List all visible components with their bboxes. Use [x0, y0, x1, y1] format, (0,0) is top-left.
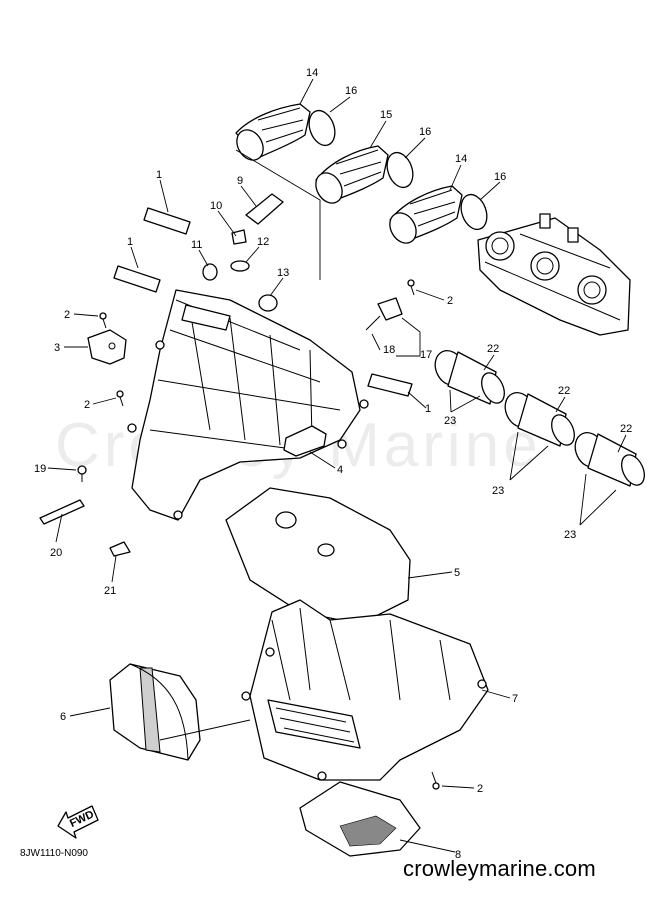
callout-18: 18: [383, 344, 395, 356]
callout-1-left: 1: [127, 236, 133, 248]
sponge-pad-right[interactable]: [367, 373, 413, 397]
callout-2-upper-left: 2: [64, 309, 70, 321]
screw-upper-left[interactable]: [99, 312, 107, 329]
plate-20[interactable]: [39, 499, 85, 525]
throttle-body-assembly: [477, 213, 631, 336]
grommet-13[interactable]: [258, 294, 278, 312]
drawing-code: 8JW1110-N090: [20, 848, 88, 859]
website-link[interactable]: crowleymarine.com: [403, 856, 596, 881]
callout-23-3: 23: [564, 529, 576, 541]
callout-14-bottom: 14: [455, 153, 467, 165]
duct-6[interactable]: [109, 663, 201, 761]
clip-21[interactable]: [109, 541, 131, 557]
duct-1[interactable]: [430, 346, 509, 407]
callout-19: 19: [34, 463, 46, 475]
intake-funnel-bottom[interactable]: [385, 185, 463, 248]
screw-left-mid[interactable]: [116, 390, 124, 407]
clamp-top[interactable]: [305, 107, 340, 149]
callout-22-3: 22: [620, 423, 632, 435]
bracket-3[interactable]: [87, 329, 127, 365]
callout-22-1: 22: [487, 343, 499, 355]
callout-14-top: 14: [306, 67, 318, 79]
duct-3[interactable]: [570, 428, 649, 489]
callout-9: 9: [237, 175, 243, 187]
callout-6: 6: [60, 711, 66, 723]
clamp-bottom[interactable]: [457, 191, 492, 233]
lower-case-7[interactable]: [241, 599, 489, 781]
intake-funnel-top[interactable]: [232, 103, 311, 165]
callout-8: 8: [455, 849, 461, 861]
callout-16-top: 16: [345, 85, 357, 97]
callout-1-right: 1: [425, 403, 431, 415]
callout-23-2: 23: [492, 485, 504, 497]
callout-17: 17: [420, 349, 432, 361]
element-5[interactable]: [225, 487, 411, 625]
upper-air-box: [127, 289, 369, 521]
screen-8[interactable]: [299, 781, 421, 857]
callout-2-right: 2: [447, 295, 453, 307]
clamp-middle[interactable]: [383, 149, 418, 191]
small-grommet[interactable]: [231, 229, 247, 245]
callout-2-left: 2: [84, 399, 90, 411]
callout-11: 11: [191, 239, 202, 251]
leader-lines: [47, 78, 627, 853]
callout-1-upper: 1: [156, 169, 162, 181]
callout-3: 3: [54, 342, 60, 354]
grommet-12[interactable]: [230, 260, 250, 272]
callout-13: 13: [277, 267, 289, 279]
sensor-assembly[interactable]: [365, 297, 403, 331]
intake-funnel-middle[interactable]: [311, 145, 389, 208]
callout-2-lower: 2: [477, 783, 483, 795]
callout-5: 5: [454, 567, 460, 579]
callout-12: 12: [257, 236, 269, 248]
sponge-pad-upper[interactable]: [143, 207, 191, 235]
callout-16-bottom: 16: [494, 171, 506, 183]
duct-2[interactable]: [500, 388, 579, 449]
grommet-11[interactable]: [202, 263, 218, 281]
callout-4: 4: [337, 464, 343, 476]
seal-strip[interactable]: [245, 193, 284, 225]
callout-labels: 14 16 15 16 14 16 1 9 10 1 11 12 13 2 2 …: [34, 67, 632, 861]
callout-23-1: 23: [444, 415, 456, 427]
forward-arrow-icon: FWD: [57, 805, 99, 839]
callout-16-middle: 16: [419, 126, 431, 138]
callout-7: 7: [512, 693, 518, 705]
callout-20: 20: [50, 547, 62, 559]
screw-19[interactable]: [77, 465, 87, 482]
callout-22-2: 22: [558, 385, 570, 397]
screw-right-upper[interactable]: [407, 279, 415, 296]
callout-15: 15: [380, 109, 392, 121]
cover-4[interactable]: [283, 425, 327, 457]
callout-21: 21: [104, 585, 116, 597]
callout-10: 10: [210, 200, 222, 212]
screw-lower-right[interactable]: [431, 771, 440, 790]
sponge-pad-left[interactable]: [113, 265, 161, 293]
